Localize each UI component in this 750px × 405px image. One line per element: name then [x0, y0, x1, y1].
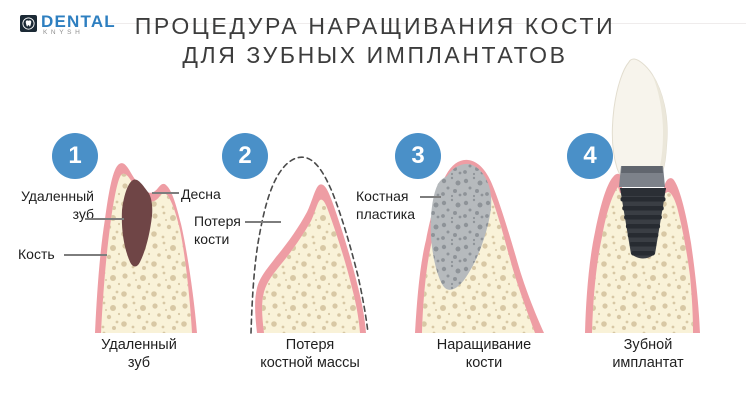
implant-abutment-top [621, 166, 663, 173]
step-badge-4: 4 [567, 133, 613, 179]
label-bone-graft: Костная пластика [356, 188, 415, 222]
implant-crown-shape [611, 58, 668, 182]
step-badge-3: 3 [395, 133, 441, 179]
page-title-line2: ДЛЯ ЗУБНЫХ ИМПЛАНТАТОВ [182, 42, 568, 68]
illustration-step3-bone-graft [415, 159, 544, 333]
step-caption-4: Зубной имплантат [612, 337, 684, 371]
step-caption-3: Наращивание кости [436, 337, 532, 371]
graft-speckles [430, 163, 492, 290]
implant-crown-shade [652, 74, 668, 176]
step-caption-2: Потеря костной массы [260, 337, 360, 371]
implant-screw-collar [620, 188, 666, 196]
page-title: ПРОЦЕДУРА НАРАЩИВАНИЯ КОСТИ ДЛЯ ЗУБНЫХ И… [0, 12, 750, 70]
pointer-line [85, 218, 124, 220]
pointer-line [152, 192, 179, 194]
label-removed-tooth: Удаленный зуб [20, 188, 94, 222]
step-caption-1: Удаленный зуб [101, 337, 177, 371]
dashed-bone-outline [250, 156, 369, 334]
illustration-step1-extracted-tooth [95, 163, 197, 333]
implant-screw-shape [620, 188, 666, 259]
tooth-icon [20, 15, 37, 32]
illustration-step4-implant [585, 58, 700, 333]
extraction-socket-shape [121, 179, 153, 267]
header-divider [108, 23, 746, 24]
label-bone-loss: Потеря кости [194, 213, 241, 247]
pointer-line [420, 196, 441, 198]
illustration-step2-bone-loss [250, 156, 369, 334]
bone-speckles [262, 199, 360, 333]
bone-speckles [592, 187, 693, 333]
page-title-line1: ПРОЦЕДУРА НАРАЩИВАНИЯ КОСТИ [134, 13, 616, 39]
label-gum: Десна [181, 186, 221, 202]
pointer-line [64, 254, 107, 256]
brand-subname: KNYSH [43, 29, 84, 36]
step-badge-2: 2 [222, 133, 268, 179]
brand-name: DENTAL [41, 12, 116, 31]
step-badge-1: 1 [52, 133, 98, 179]
implant-screw-threads [620, 197, 666, 256]
label-bone: Кость [18, 246, 55, 262]
pointer-line [245, 221, 281, 223]
